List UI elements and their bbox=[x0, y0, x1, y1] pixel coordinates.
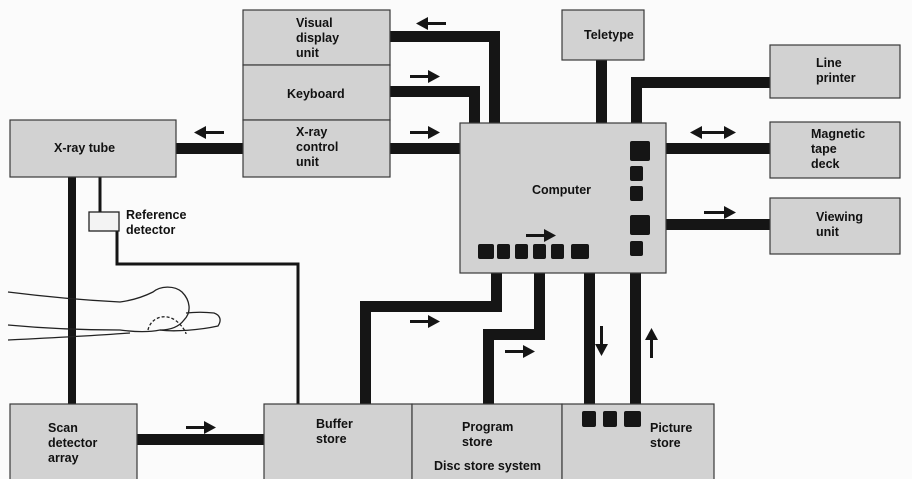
bus-keyboard-vertical bbox=[469, 86, 480, 123]
port bbox=[630, 141, 650, 161]
patient-outline-icon bbox=[8, 287, 220, 340]
bus-teletype bbox=[596, 60, 607, 123]
arrow-right-icon bbox=[186, 421, 216, 434]
arrow-right-icon bbox=[410, 70, 440, 83]
port bbox=[630, 166, 643, 181]
disc-store-system-label: Disc store system bbox=[434, 459, 541, 473]
bus-tube-control bbox=[176, 143, 246, 154]
xray-tube-label: X-ray tube bbox=[54, 141, 115, 155]
port bbox=[571, 244, 589, 259]
port bbox=[515, 244, 528, 259]
computer-label: Computer bbox=[532, 183, 591, 197]
port bbox=[551, 244, 564, 259]
picture-store-port bbox=[582, 411, 596, 427]
bus-viewing-unit bbox=[664, 219, 772, 230]
bus-vdu-vertical bbox=[489, 31, 500, 123]
arrow-right-icon bbox=[704, 206, 736, 219]
reference-detector-box bbox=[89, 212, 119, 231]
bus-program-riser bbox=[534, 273, 545, 340]
bus-program-vertical bbox=[483, 329, 494, 406]
bus-line-printer-horizontal bbox=[631, 77, 772, 88]
bus-tube-scan bbox=[68, 177, 76, 406]
teletype-label: Teletype bbox=[584, 28, 634, 42]
picture-store-port bbox=[624, 411, 641, 427]
arrow-right-icon bbox=[410, 315, 440, 328]
port bbox=[630, 215, 650, 235]
arrow-down-icon bbox=[595, 326, 608, 356]
port bbox=[478, 244, 494, 259]
arrow-right-icon bbox=[410, 126, 440, 139]
arrow-left-icon bbox=[416, 17, 446, 30]
arrow-right-icon bbox=[505, 345, 535, 358]
port bbox=[497, 244, 510, 259]
bus-scan-buffer bbox=[137, 434, 265, 445]
arrow-left-icon bbox=[194, 126, 224, 139]
picture-store-port bbox=[603, 411, 617, 427]
bus-line-printer-vertical bbox=[631, 77, 642, 123]
arrow-up-icon bbox=[645, 328, 658, 358]
line-reference-buffer bbox=[117, 228, 298, 406]
double-arrow-icon bbox=[690, 126, 736, 139]
bus-picture-down bbox=[584, 273, 595, 413]
bus-picture-up bbox=[630, 273, 641, 413]
bus-vdu-horizontal bbox=[388, 31, 500, 42]
bus-buffer-horizontal bbox=[360, 301, 502, 312]
port bbox=[533, 244, 546, 259]
bus-magnetic-tape bbox=[664, 143, 772, 154]
port bbox=[630, 186, 643, 201]
bus-keyboard-horizontal bbox=[388, 86, 480, 97]
bus-control-computer bbox=[388, 143, 462, 154]
bus-buffer-vertical bbox=[360, 301, 371, 406]
bus-buffer-riser bbox=[491, 273, 502, 312]
port bbox=[630, 241, 643, 256]
keyboard-label: Keyboard bbox=[287, 87, 345, 101]
